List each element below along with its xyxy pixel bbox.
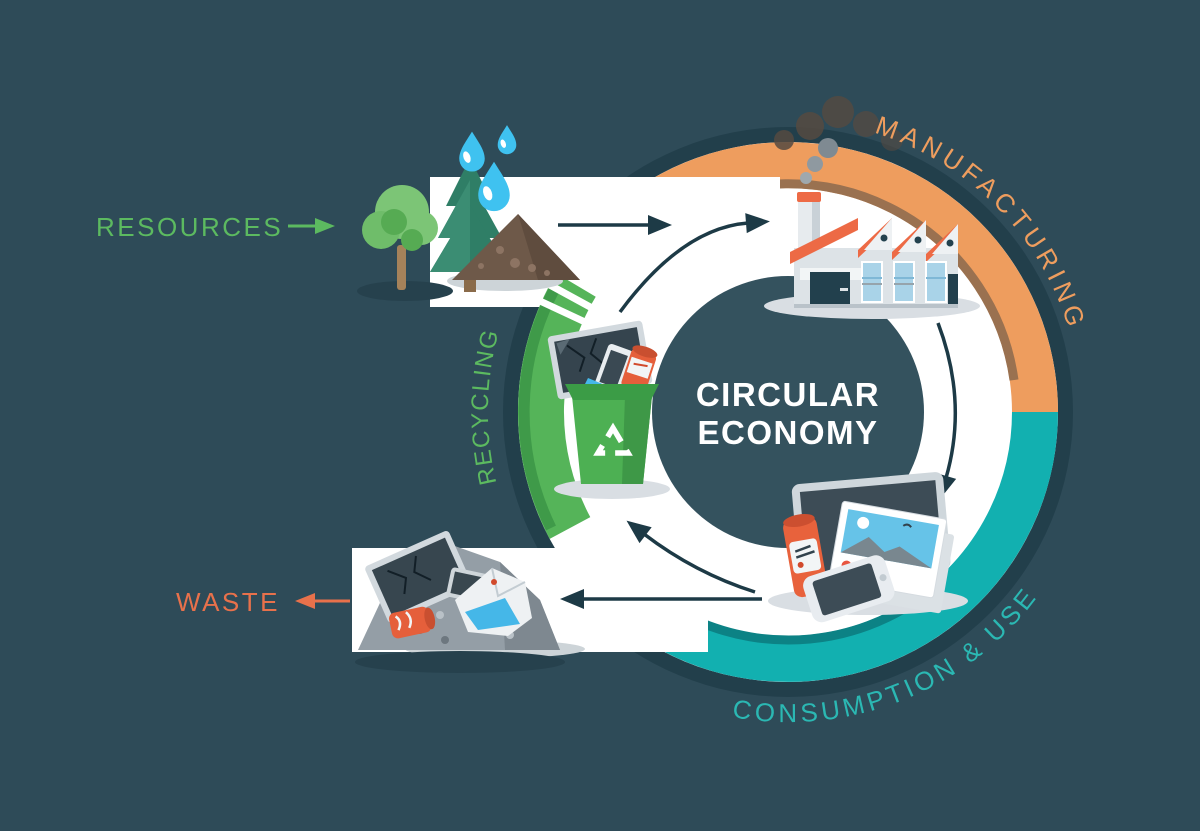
resources-label: RESOURCES xyxy=(96,212,283,242)
waste-pile-icon xyxy=(358,530,560,650)
title-line1-text: CIRCULAR xyxy=(696,376,880,413)
recycling-arc-shadow xyxy=(518,285,560,531)
arrow-recycling-to-manufacturing xyxy=(618,213,770,314)
photo-cards-icon xyxy=(828,500,954,614)
recycle-bin-body xyxy=(565,384,659,484)
crumpled-paper-icon xyxy=(455,567,532,636)
deciduous-tree-icon xyxy=(362,185,438,290)
recycling-arc-chevron-stripes xyxy=(538,280,594,326)
consumption-arc xyxy=(665,411,1058,682)
arrow-manufacturing-to-consumption xyxy=(936,322,957,500)
crushed-can-icon xyxy=(389,606,436,639)
recycling-bin-icon xyxy=(547,320,659,484)
flow-arrows xyxy=(558,213,957,609)
page-title-line1: CIRCULAR xyxy=(696,376,880,413)
can-in-bin-icon xyxy=(621,345,658,394)
soil-mound-icon xyxy=(452,214,580,280)
water-drops-icon xyxy=(459,125,517,212)
recycle-symbol-icon xyxy=(593,422,633,456)
factory-icon xyxy=(774,96,958,308)
waste-label-text: WASTE xyxy=(176,587,280,617)
resources-label-text: RESOURCES xyxy=(96,212,283,242)
resources-illustration xyxy=(362,125,580,292)
recycling-arc xyxy=(518,273,596,539)
pine-tree-icon xyxy=(430,158,510,292)
consumption-devices-icon xyxy=(783,472,954,623)
factory-smoke xyxy=(774,96,903,184)
factory-windows xyxy=(861,261,947,303)
phone-in-bin-icon xyxy=(594,344,633,394)
factory-sawtooth-roofs xyxy=(858,218,958,262)
broken-monitor-waste-icon xyxy=(365,530,472,623)
waste-label: WASTE xyxy=(176,587,280,617)
title-line2-text: ECONOMY xyxy=(697,414,878,451)
arrow-consumption-to-recycling xyxy=(626,520,756,594)
page-title-line2: ECONOMY xyxy=(697,414,878,451)
factory-building xyxy=(790,218,958,308)
smartphone-icon xyxy=(803,555,895,623)
manufacturing-arc xyxy=(632,142,1058,413)
consumption-arc-shadow xyxy=(693,595,922,645)
